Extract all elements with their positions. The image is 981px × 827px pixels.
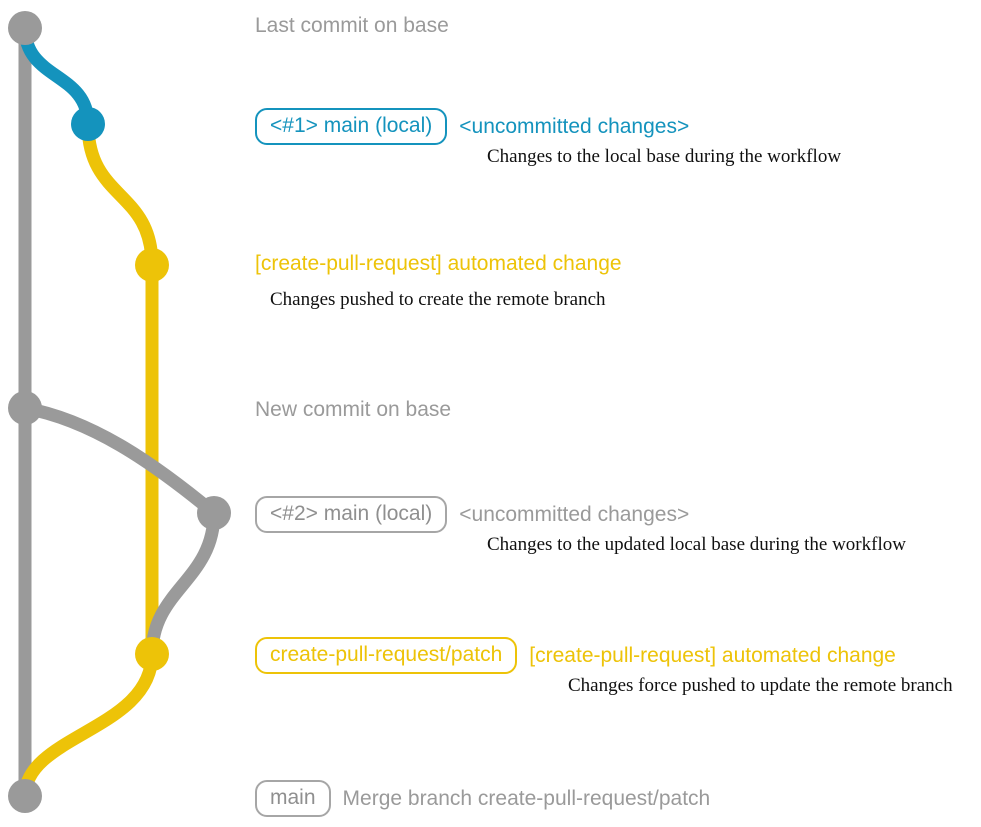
edge-local-2-to-patch-2 (145, 506, 221, 661)
edge-patch-2-to-merge (18, 647, 159, 803)
row-local-1: <#1> main (local) <uncommitted changes> (255, 108, 690, 146)
commit-node-local-2[interactable] (197, 496, 231, 530)
commit-message-patch-2: [create-pull-request] automated change (529, 643, 896, 667)
commit-description-local-1: Changes to the local base during the wor… (487, 146, 842, 167)
ref-badge-main[interactable]: main (255, 780, 331, 818)
commit-message-merge: Merge branch create-pull-request/patch (342, 786, 711, 810)
commit-node-base-new[interactable] (8, 391, 42, 425)
headline-last-commit-on-base: Last commit on base (255, 14, 449, 37)
ref-badge-local-2[interactable]: <#2> main (local) (255, 496, 448, 534)
row-merge: main Merge branch create-pull-request/pa… (255, 780, 711, 818)
commit-node-patch-1[interactable] (135, 248, 169, 282)
commit-description-local-2: Changes to the updated local base during… (487, 534, 906, 555)
nodes-layer (8, 11, 231, 813)
row-patch-2: create-pull-request/patch [create-pull-r… (255, 637, 896, 675)
commit-node-local-1[interactable] (71, 107, 105, 141)
row-patch-1: [create-pull-request] automated change (255, 252, 622, 275)
commit-node-patch-2[interactable] (135, 637, 169, 671)
commit-node-base-last[interactable] (8, 11, 42, 45)
edge-local-1-to-patch-1 (81, 117, 159, 272)
commit-message-patch-1: [create-pull-request] automated change (255, 252, 622, 275)
commit-node-base-merge[interactable] (8, 779, 42, 813)
commit-description-patch-1: Changes pushed to create the remote bran… (270, 289, 606, 310)
commit-message-local-1: <uncommitted changes> (459, 114, 690, 138)
edges-layer (18, 21, 221, 803)
edge-base-new-to-local-2 (18, 401, 221, 520)
ref-badge-patch-2[interactable]: create-pull-request/patch (255, 637, 518, 675)
row-local-2: <#2> main (local) <uncommitted changes> (255, 496, 690, 534)
commit-description-patch-2: Changes force pushed to update the remot… (568, 675, 953, 696)
commit-message-local-2: <uncommitted changes> (459, 502, 690, 526)
ref-badge-local-1[interactable]: <#1> main (local) (255, 108, 448, 146)
edge-base-to-local-1 (18, 21, 95, 131)
headline-new-commit-on-base: New commit on base (255, 398, 452, 421)
